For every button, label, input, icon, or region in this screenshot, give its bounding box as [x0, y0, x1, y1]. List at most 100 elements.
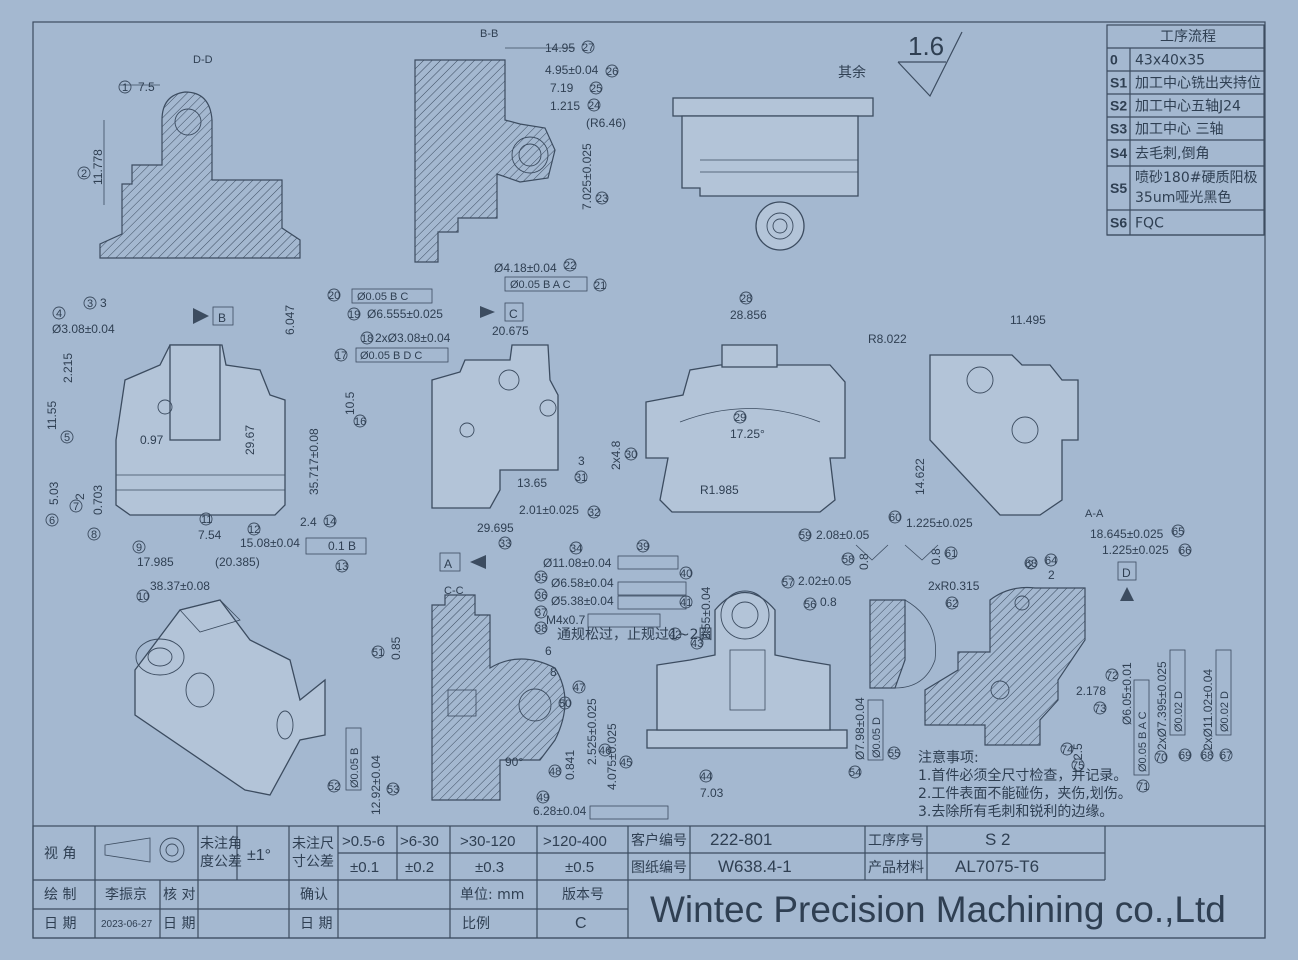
tol-3: ±0.5: [565, 859, 594, 876]
svg-text:48: 48: [549, 766, 561, 778]
tol-2: ±0.3: [475, 859, 504, 876]
drawn-by: 李振京: [105, 887, 147, 903]
dim-7.98: Ø7.98±0.04: [853, 697, 867, 760]
svg-text:64: 64: [1045, 555, 1057, 567]
cone-icon: [104, 837, 151, 863]
dim-2.08: 2.08±0.05: [816, 528, 870, 542]
svg-text:59: 59: [799, 530, 811, 542]
dim-4.18: Ø4.18±0.04: [494, 261, 557, 275]
tol-1: ±0.2: [405, 859, 434, 876]
svg-text:74: 74: [1061, 744, 1073, 756]
svg-text:68: 68: [1201, 750, 1213, 762]
svg-text:57: 57: [782, 577, 794, 589]
tol-67: Ø0.02 D: [1219, 691, 1231, 732]
dim-2.4: 2.4: [300, 515, 317, 529]
svg-text:42: 42: [669, 629, 681, 641]
dim-11.495: 11.495: [1010, 313, 1046, 327]
svg-text:7: 7: [73, 501, 79, 513]
customer-no: 222-801: [710, 830, 772, 849]
dim-1.225a: 1.225±0.025: [906, 516, 973, 530]
date-label-3: 日 期: [300, 916, 332, 932]
angle-tol-label-2: 度公差: [200, 854, 242, 870]
svg-text:45: 45: [620, 757, 632, 769]
dim-2x4.8: 2x4.8: [609, 440, 623, 470]
process-step-code: S1: [1110, 75, 1127, 91]
drawing-no-label: 图纸编号: [631, 860, 687, 876]
dim-11.02: 2xØ11.02±0.04: [1201, 669, 1215, 750]
svg-text:43: 43: [691, 638, 703, 650]
svg-text:66: 66: [1179, 545, 1191, 557]
tol-52: Ø0.05 B: [349, 748, 361, 788]
dim-20.385: (20.385): [215, 555, 260, 569]
svg-text:21: 21: [594, 280, 606, 292]
process-step-text: 去毛刺,倒角: [1135, 146, 1209, 162]
tol-21: Ø0.05 B A C: [510, 279, 571, 291]
svg-text:25: 25: [590, 83, 602, 95]
view-bottom-middle: 2.55±0.04 43 44 7.03 Ø7.98±0.04 Ø0.05 D …: [646, 586, 901, 800]
svg-text:54: 54: [849, 767, 861, 779]
notes: 注意事项: 1.首件必须全尺寸检查，并记录。 2.工件表面不能碰伤，夹伤,划伤。…: [918, 749, 1132, 820]
svg-text:22: 22: [564, 260, 576, 272]
svg-text:38: 38: [535, 623, 547, 635]
svg-text:19: 19: [348, 309, 360, 321]
view-aa: A-A 18.645±0.025 65 1.225±0.025 66 2 63 …: [924, 508, 1233, 793]
dim-11.08: Ø11.08±0.04: [543, 556, 612, 570]
dim-0.841: 0.841: [563, 750, 577, 780]
svg-text:14: 14: [324, 516, 336, 528]
dim-15.08: 15.08±0.04: [240, 536, 300, 550]
dim-29.695: 29.695: [477, 521, 514, 535]
dim-7.19: 7.19: [550, 81, 574, 95]
dim-1.215: 1.215: [550, 99, 580, 113]
tol-0: ±0.1: [350, 859, 379, 876]
dim-7.395: 2xØ7.395±0.025: [1155, 661, 1169, 750]
svg-text:6: 6: [49, 515, 55, 527]
dim-5.03: 5.03: [47, 481, 61, 505]
view-isometric: [134, 599, 326, 796]
svg-text:35: 35: [535, 572, 547, 584]
dim-13.65: 13.65: [517, 476, 547, 490]
material: AL7075-T6: [955, 857, 1039, 876]
svg-text:18: 18: [361, 333, 373, 345]
svg-text:B: B: [218, 311, 226, 325]
roughness-value: 1.6: [908, 31, 944, 61]
svg-text:4: 4: [56, 308, 62, 320]
process-step-text-2: 35um哑光黑色: [1135, 189, 1231, 206]
view-middle-front: 18 2xØ3.08±0.04 17 Ø0.05 B D C 20.675 10…: [334, 324, 638, 550]
svg-text:27: 27: [582, 42, 594, 54]
tol-72: Ø0.05 B A C: [1137, 711, 1149, 772]
svg-text:12: 12: [248, 524, 260, 536]
dim-14.622: 14.622: [913, 458, 927, 495]
svg-text:73: 73: [1094, 703, 1106, 715]
process-step-text: 喷砂180#硬质阳极: [1135, 170, 1257, 186]
tol-20: Ø0.05 B C: [357, 291, 408, 303]
angle-tol-value: ±1°: [247, 847, 271, 864]
title-block: 视 角 未注角 度公差 ±1° 未注尺 寸公差 >0.5-6 >6-30 >30…: [32, 825, 1266, 939]
dim-6.555: Ø6.555±0.025: [367, 307, 443, 321]
customer-no-label: 客户编号: [631, 832, 687, 849]
view-bb: B-B 14.95 27 4.95±0.04 26 7.19 25 1.215 …: [327, 28, 626, 322]
svg-text:10: 10: [137, 591, 149, 603]
dim-11.778: 11.778: [91, 149, 105, 185]
process-step-code: S3: [1110, 121, 1127, 137]
dim-11.55: 11.55: [45, 401, 59, 430]
dim-2a: 2: [1027, 558, 1034, 572]
svg-text:C: C: [509, 307, 518, 321]
process-step-code: S6: [1110, 215, 1127, 231]
dim-3.08: Ø3.08±0.04: [52, 322, 115, 336]
svg-text:37: 37: [535, 607, 547, 619]
projection-circle-icon: [159, 837, 185, 863]
dim-8: 8: [550, 665, 557, 679]
dim-14.95: 14.95: [545, 41, 575, 55]
tol-55: Ø0.05 D: [871, 717, 883, 758]
dim-0.8a: 0.8: [857, 553, 871, 570]
dim-1.225b: 1.225±0.025: [1102, 543, 1169, 557]
svg-text:62: 62: [946, 598, 958, 610]
svg-text:34: 34: [570, 543, 582, 555]
svg-text:30: 30: [625, 449, 637, 461]
svg-text:17: 17: [335, 350, 347, 362]
dim-0.703: 0.703: [91, 485, 105, 515]
svg-text:46: 46: [599, 745, 611, 757]
process-step-text: 加工中心 三轴: [1135, 122, 1223, 138]
dim-3: 3: [578, 454, 585, 468]
